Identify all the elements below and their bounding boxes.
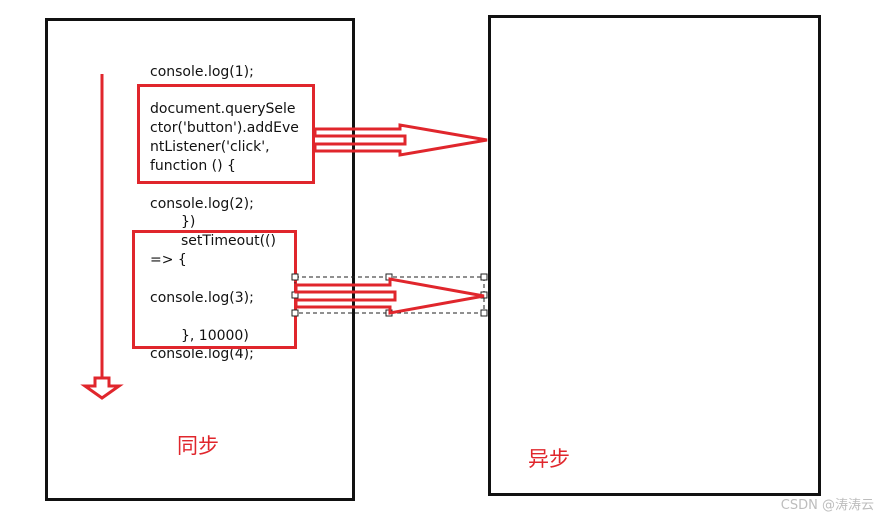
code-line-log1: console.log(1); bbox=[150, 64, 254, 80]
code-line-log2: console.log(2); bbox=[150, 196, 254, 212]
async-label: 异步 bbox=[528, 447, 570, 471]
watermark: CSDN @涛涛云 bbox=[780, 498, 874, 513]
code-listener-line3: ntListener('click', bbox=[150, 139, 270, 155]
down-arrow-icon bbox=[80, 74, 124, 400]
sync-label: 同步 bbox=[177, 434, 219, 458]
settimeout-to-async-arrow bbox=[294, 277, 485, 315]
listener-to-async-arrow bbox=[313, 123, 488, 157]
code-listener-line2: ctor('button').addEve bbox=[150, 120, 299, 136]
code-settimeout-line2: => { bbox=[150, 252, 187, 268]
async-panel bbox=[488, 15, 821, 496]
code-settimeout-line6: }, 10000) bbox=[181, 328, 249, 344]
code-line-log4: console.log(4); bbox=[150, 346, 254, 362]
code-close-brace: }) bbox=[181, 214, 196, 230]
code-listener-line4: function () { bbox=[150, 158, 236, 174]
code-settimeout-line1: setTimeout(() bbox=[181, 233, 276, 249]
code-listener-line1: document.querySele bbox=[150, 101, 296, 117]
sync-panel bbox=[45, 18, 355, 501]
code-settimeout-line4: console.log(3); bbox=[150, 290, 254, 306]
